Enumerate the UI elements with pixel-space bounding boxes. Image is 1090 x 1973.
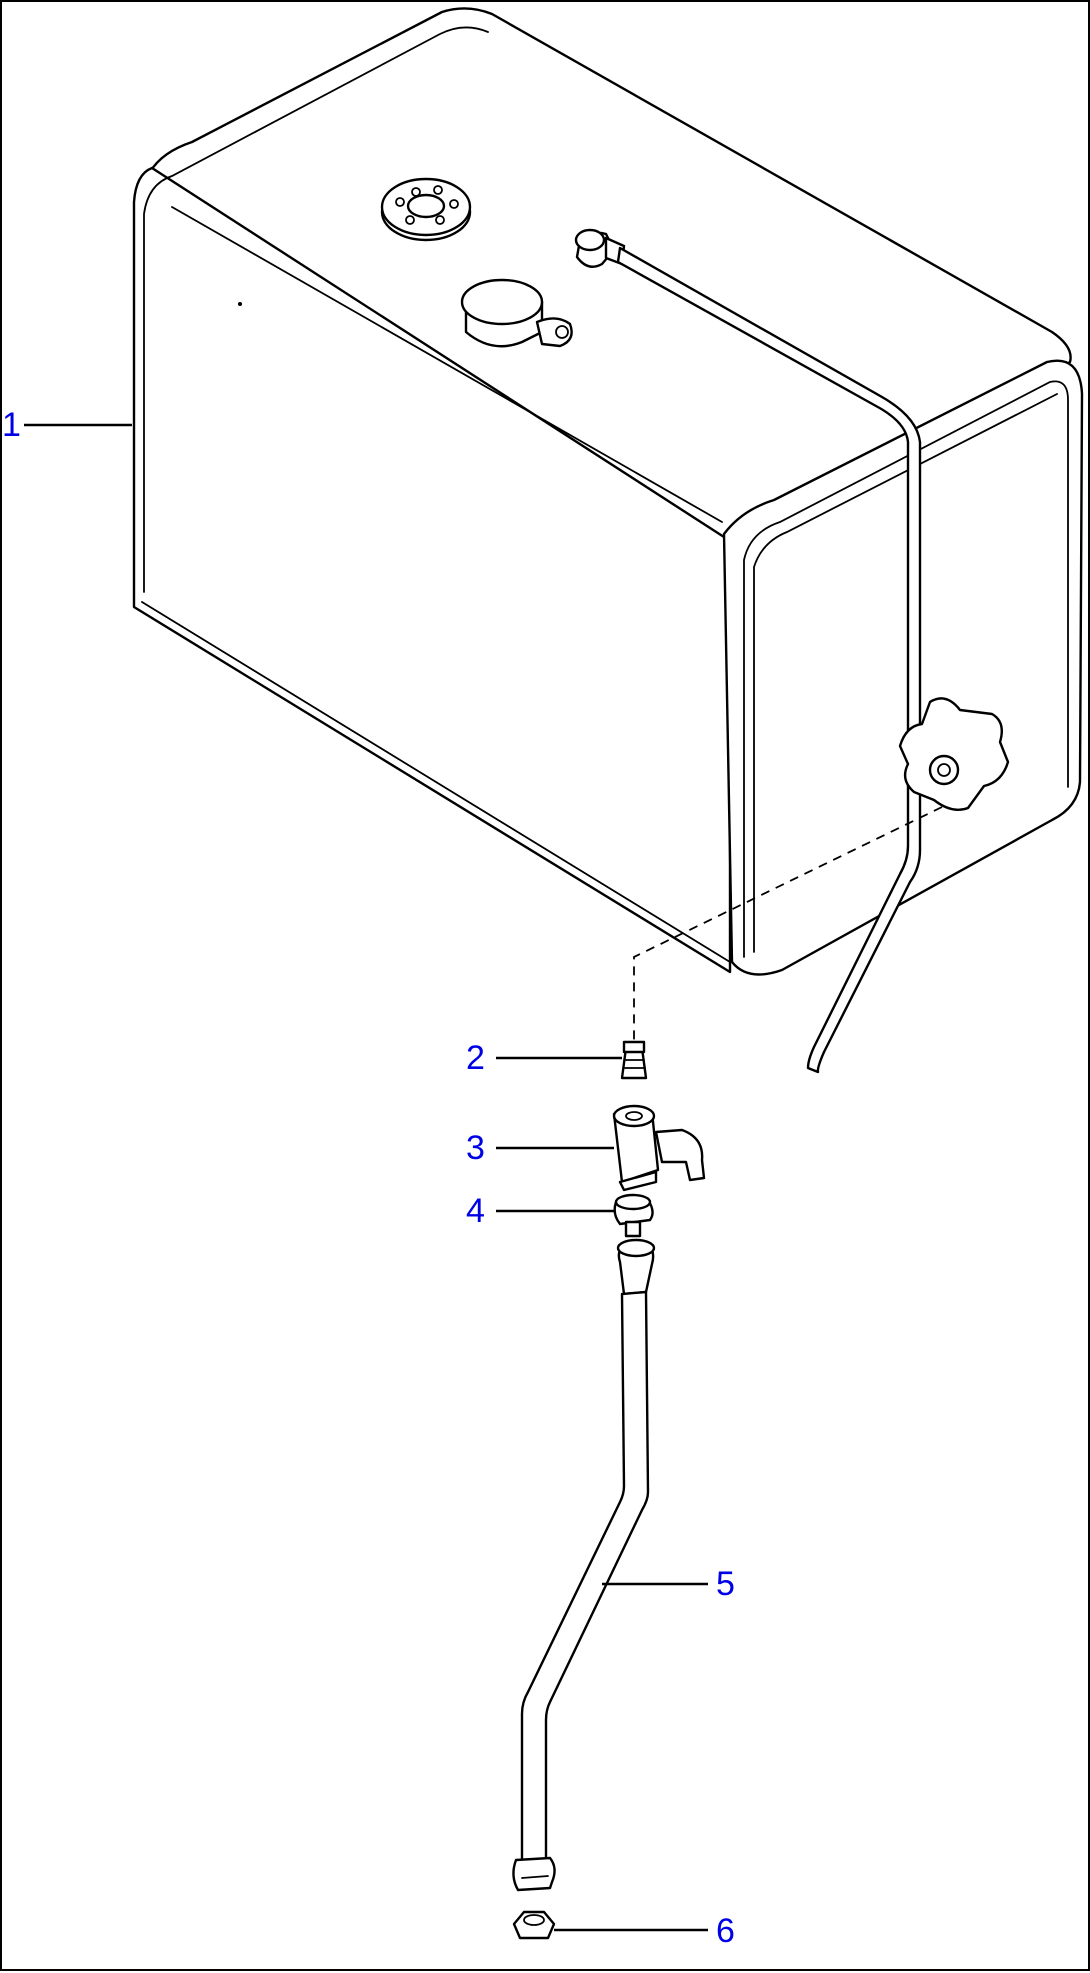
callout-4: 4 [466,1192,485,1230]
callout-6: 6 [716,1912,735,1950]
tank-bottom-seam [141,601,731,963]
tank-top-seam [171,206,723,523]
tank-filler-cap [460,278,573,348]
part-6-nut [512,1910,556,1940]
tank-flange [380,177,472,242]
part-3-drain-valve [612,1104,706,1192]
tank-edge-rib-end-inner [753,393,1058,953]
part-4-adapter [613,1193,654,1238]
tank-mark [238,302,242,306]
tank-breather-elbow [574,228,626,268]
pipe-body [520,1290,650,1864]
part-2-plug [620,1040,648,1080]
callout-5: 5 [716,1565,735,1603]
part-5-drain-pipe [512,1238,656,1892]
callout-1: 1 [2,406,21,444]
callout-2: 2 [466,1039,485,1077]
tank-end-face [722,359,1084,976]
fuel-tank [132,7,1084,1074]
tank-edge-rib-left [143,26,489,593]
assembly-dashed-line [633,806,943,1047]
drain-boss [898,697,1010,811]
callout-3: 3 [466,1129,485,1167]
breather-tube [616,246,922,1074]
